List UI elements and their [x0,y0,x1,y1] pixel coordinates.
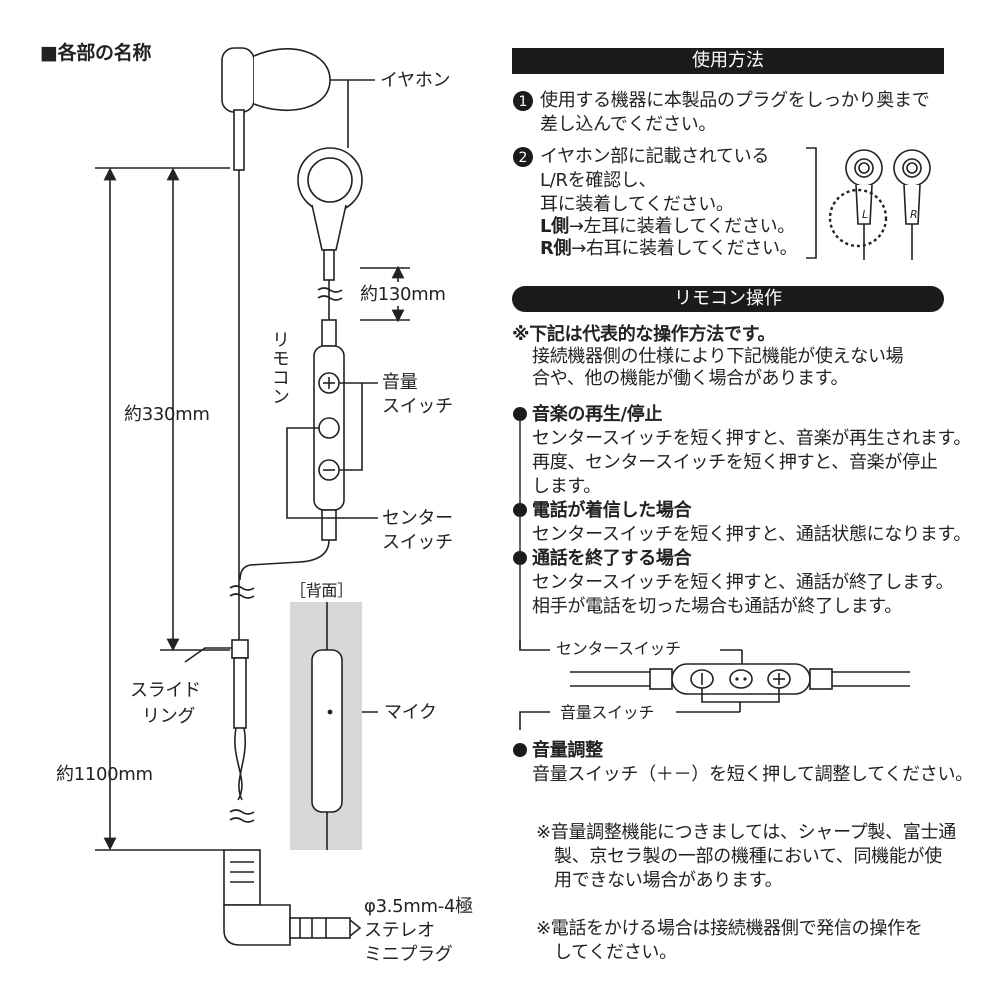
music-line2: 再度、センタースイッチを短く押すと、音楽が停止 [532,452,938,473]
note3-line2: してください。 [554,942,677,963]
diag-volume-label: 音量スイッチ [560,703,655,722]
note2-line1: ※音量調整機能につきましては、シャープ製、富士通 [536,822,956,843]
note2-line2: 製、京セラ製の一部の機種において、同機能が使 [554,846,942,867]
label-plug-2: ステレオ [364,920,435,941]
step2-line-l: L側→左耳に装着してください。 [540,216,795,237]
bullet-guide-line [513,407,527,650]
music-line1: センタースイッチを短く押すと、音楽が再生されます。 [532,428,972,449]
diag-center-label: センタースイッチ [556,639,681,658]
ear-r-mark: R [910,208,918,221]
call-head: 電話が着信した場合 [532,500,692,521]
step1-line1: 使用する機器に本製品のプラグをしっかり奥まで [540,90,930,111]
remote-switch-diagram [519,640,910,730]
step2-line2: L/Rを確認し、 [540,170,657,191]
remote-body-icon [313,319,345,541]
music-line3: します。 [532,476,601,497]
call-line1: センタースイッチを短く押すと、通話状態になります。 [532,524,972,545]
ear-l-mark: L [862,208,868,221]
ear-lr-illustration: L R [806,147,931,260]
label-plug-3: ミニプラグ [364,944,453,965]
label-volume-1: 音量 [382,372,418,393]
remote-op-title: リモコン操作 [512,286,944,312]
step2-line1: イヤホン部に記載されている [540,146,770,167]
vol-bullet-icon [513,743,527,757]
plug-icon [223,849,362,946]
section-title: ■各部の名称 [40,42,152,64]
step2-number-icon: 2 [513,147,533,167]
label-center-1: センター [382,508,453,529]
end-line2: 相手が電話を切った場合も通話が終了します。 [532,596,902,617]
svg-text:1: 1 [519,94,528,110]
step2-line3: 耳に装着してください。 [540,194,734,215]
label-length-330: 約330mm [124,404,210,425]
label-length-130: 約130mm [360,284,446,305]
end-head: 通話を終了する場合 [532,548,692,569]
step1-number-icon: 1 [513,91,533,111]
note2-line3: 用できない場合があります。 [554,870,783,891]
label-earphone: イヤホン [380,70,451,91]
label-center-2: スイッチ [382,532,453,553]
label-slide-1: スライド [130,680,201,701]
end-line1: センタースイッチを短く押すと、通話が終了します。 [532,572,954,593]
label-volume-2: スイッチ [382,396,453,417]
step2-line-r: R側→右耳に装着してください。 [540,238,798,259]
usage-title: 使用方法 [512,48,944,74]
music-head: 音楽の再生/停止 [532,404,663,425]
label-length-1100: 約1100mm [56,764,153,785]
label-slide-2: リング [142,706,196,727]
label-plug-1: φ3.5mm-4極 [364,896,473,917]
earphone-right-icon [297,147,363,320]
step1-line2: 差し込んでください。 [540,114,717,135]
note3-line1: ※電話をかける場合は接続機器側で発信の操作を [536,918,923,939]
label-remote: リモコン [269,330,290,406]
vol-head: 音量調整 [532,740,603,761]
label-mic: マイク [384,702,437,723]
note-line2: 合や、他の機能が働く場合があります。 [532,368,849,389]
vol-line1: 音量スイッチ（＋－）を短く押して調整してください。 [532,764,973,785]
svg-text:2: 2 [519,150,528,166]
note-bold: ※下記は代表的な操作方法です。 [512,324,776,345]
note-line1: 接続機器側の仕様により下記機能が使えない場 [532,346,904,367]
label-back: ［背面］ [290,581,353,600]
